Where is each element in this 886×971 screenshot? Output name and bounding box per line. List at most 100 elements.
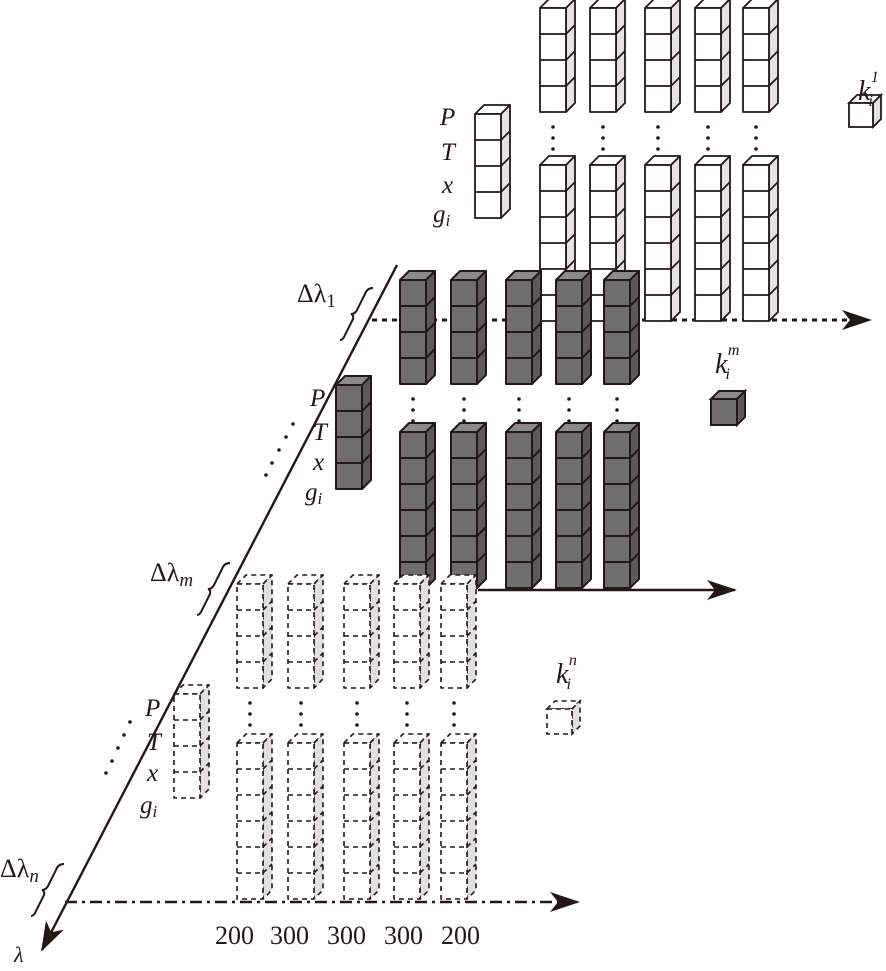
cube-divider xyxy=(500,156,511,167)
cube-divider xyxy=(768,259,779,270)
cube-divider xyxy=(565,259,576,270)
var-label-x: x xyxy=(146,760,158,787)
cube-divider xyxy=(670,24,681,35)
cube-divider xyxy=(369,811,380,822)
cube-divider xyxy=(369,759,380,770)
var-label-g: gi xyxy=(140,792,158,821)
cube-divider xyxy=(565,50,576,61)
cube-divider xyxy=(313,785,324,796)
column-bottom-stack xyxy=(287,733,324,900)
cube-divider xyxy=(466,759,477,770)
var-label-t: T xyxy=(313,419,329,446)
layer-m-column xyxy=(450,270,487,589)
var-label-p: P xyxy=(144,695,160,722)
cube-divider xyxy=(720,233,731,244)
delta-lambda-sub: n xyxy=(29,866,39,887)
cube-divider xyxy=(581,296,592,307)
column-bottom-stack xyxy=(742,155,779,322)
cube-divider xyxy=(531,474,542,485)
vertical-ellipsis xyxy=(452,701,456,727)
cube-side-face xyxy=(262,733,273,900)
cube-side-face xyxy=(262,574,273,689)
cube-divider xyxy=(629,526,640,537)
cube-divider xyxy=(262,600,273,611)
var-label-g: gi xyxy=(305,479,323,508)
layer-m-group xyxy=(335,270,748,600)
cube-side-face xyxy=(199,684,210,799)
cube-divider xyxy=(768,50,779,61)
layer-n-column xyxy=(393,574,430,900)
layer-n-group xyxy=(65,574,582,912)
vertical-ellipsis xyxy=(754,125,758,151)
column-bottom-stack xyxy=(399,422,436,589)
cube-divider xyxy=(500,182,511,193)
vertical-ellipsis xyxy=(248,701,252,727)
layer-n-column xyxy=(287,574,324,900)
cube-divider xyxy=(425,348,436,359)
cube-divider xyxy=(670,207,681,218)
cube-divider xyxy=(670,259,681,270)
column-bottom-stack xyxy=(236,733,273,900)
var-label-t: T xyxy=(147,729,163,756)
delta-lambda-text: Δλ xyxy=(297,279,327,308)
column-top-stack xyxy=(450,270,487,385)
cube-divider xyxy=(629,322,640,333)
cube-divider xyxy=(581,474,592,485)
vertical-ellipsis xyxy=(551,125,555,151)
vertical-ellipsis xyxy=(567,397,571,423)
cube-divider xyxy=(768,181,779,192)
cube-divider xyxy=(531,526,542,537)
k-label-layer-1: ki1 xyxy=(858,69,879,110)
cube-divider xyxy=(531,448,542,459)
delta-lambda-text: Δλ xyxy=(150,558,180,587)
column-top-stack xyxy=(589,0,626,113)
cube-divider xyxy=(629,296,640,307)
cube-divider xyxy=(369,837,380,848)
cube-divider xyxy=(629,348,640,359)
cube-divider xyxy=(262,785,273,796)
column-top-stack xyxy=(393,574,430,689)
brace-1 xyxy=(339,287,374,341)
cube-divider xyxy=(531,322,542,333)
var-label-t: T xyxy=(441,139,457,166)
cube-divider xyxy=(581,322,592,333)
cube-divider xyxy=(466,811,477,822)
layer-1-column xyxy=(694,0,731,322)
layer-n-variable-stack xyxy=(173,684,210,799)
cube-divider xyxy=(466,626,477,637)
cube-divider xyxy=(476,474,487,485)
cube-divider xyxy=(615,76,626,87)
k-label-layer-n: kin xyxy=(556,652,577,693)
column-top-stack xyxy=(343,574,380,689)
cube-divider xyxy=(720,181,731,192)
cube-divider xyxy=(425,552,436,563)
cube-divider xyxy=(369,785,380,796)
cube-divider xyxy=(476,296,487,307)
column-top-stack xyxy=(440,574,477,689)
cube-divider xyxy=(476,348,487,359)
cube-divider xyxy=(199,736,210,747)
axis-ellipsis-upper xyxy=(264,422,295,477)
cube-divider xyxy=(768,24,779,35)
lambda-axis: λ xyxy=(13,264,399,967)
layer-m-k-cube xyxy=(708,388,748,428)
vertical-ellipsis xyxy=(355,701,359,727)
cube-divider xyxy=(581,500,592,511)
cube-divider xyxy=(581,448,592,459)
var-label-x: x xyxy=(312,449,324,476)
delta-lambda-n-label: Δλn xyxy=(0,854,39,887)
svg-text:Δλ1: Δλ1 xyxy=(297,279,336,312)
cube-divider xyxy=(313,759,324,770)
delta-lambda-m-label: Δλm xyxy=(150,558,193,591)
cube-divider xyxy=(720,50,731,61)
vertical-ellipsis xyxy=(517,397,521,423)
cube-divider xyxy=(670,285,681,296)
cube-divider xyxy=(419,863,430,874)
cube-divider xyxy=(615,181,626,192)
cube-divider xyxy=(720,76,731,87)
cube-divider xyxy=(615,259,626,270)
cube-divider xyxy=(419,652,430,663)
var-labels-layer-n: P T x gi xyxy=(140,695,163,821)
cube-divider xyxy=(720,24,731,35)
cube-divider xyxy=(466,600,477,611)
